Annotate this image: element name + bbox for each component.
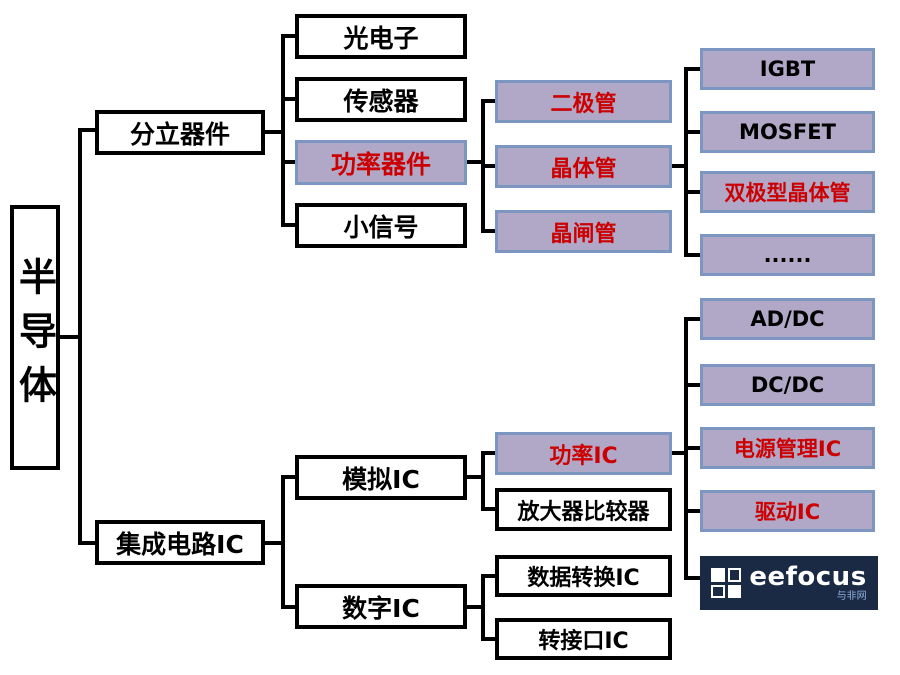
eefocus-logo: eefocus 与非网	[700, 556, 878, 610]
node-mosfet: MOSFET	[700, 111, 875, 153]
node-power-management-ic: 电源管理IC	[700, 427, 875, 469]
node-power-devices: 功率器件	[295, 140, 467, 185]
node-bipolar-transistor: 双极型晶体管	[700, 171, 875, 213]
node-dc-dc: DC/DC	[700, 364, 875, 406]
node-interface-ic: 转接口IC	[495, 618, 672, 660]
eefocus-grid-icon	[711, 568, 742, 598]
node-sensor: 传感器	[295, 77, 467, 122]
node-ad-dc: AD/DC	[700, 298, 875, 340]
node-amplifier-comparator: 放大器比较器	[495, 488, 672, 531]
eefocus-subtext: 与非网	[836, 591, 867, 602]
node-driver-ic: 驱动IC	[700, 490, 875, 532]
node-optoelectronics: 光电子	[295, 14, 467, 59]
node-digital-ic: 数字IC	[295, 584, 467, 629]
node-small-signal: 小信号	[295, 203, 467, 248]
node-analog-ic: 模拟IC	[295, 455, 467, 500]
node-igbt: IGBT	[700, 48, 875, 90]
node-diode: 二极管	[495, 80, 672, 123]
eefocus-logo-text: eefocus 与非网	[749, 564, 866, 602]
eefocus-brand: eefocus	[749, 562, 867, 592]
node-data-conversion-ic: 数据转换IC	[495, 555, 672, 597]
node-thyristor: 晶闸管	[495, 210, 672, 253]
node-semiconductor: 半导体	[10, 205, 60, 470]
node-discrete-devices: 分立器件	[95, 110, 265, 155]
node-more-ellipsis: ......	[700, 234, 875, 276]
node-transistor: 晶体管	[495, 145, 672, 188]
node-power-ic: 功率IC	[495, 432, 672, 475]
node-integrated-circuit: 集成电路IC	[95, 520, 265, 565]
